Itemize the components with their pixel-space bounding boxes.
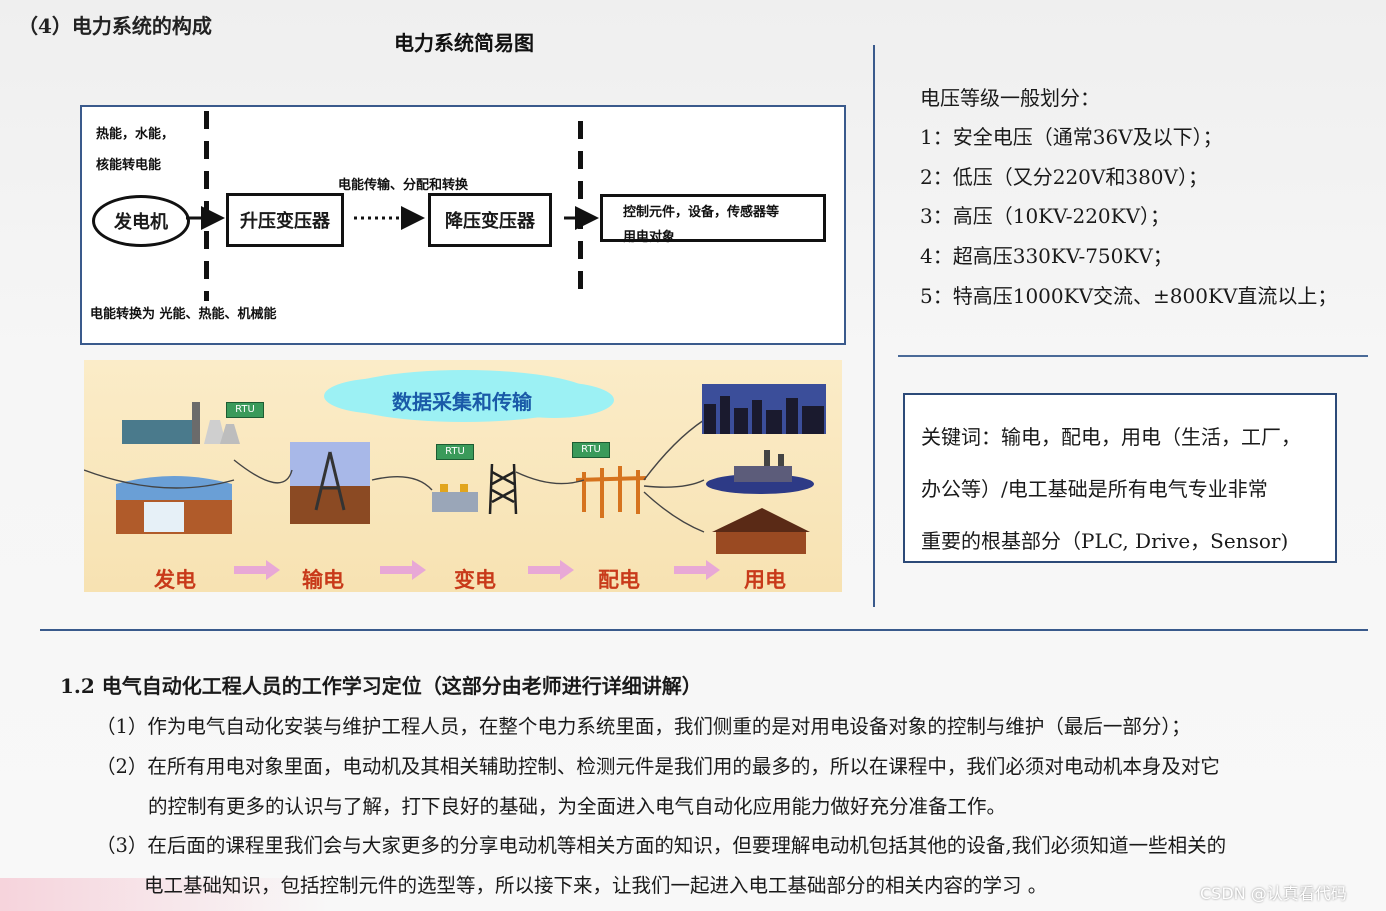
voltage-item: 2：低压（又分220V和380V）； — [920, 165, 1208, 189]
keywords-line: 重要的根基部分（PLC, Drive，Sensor) — [921, 529, 1289, 553]
paragraph-2b: 的控制有更多的认识与了解，打下良好的基础，为全面进入电气自动化应用能力做好充分准… — [148, 795, 1007, 818]
voltage-item: 4：超高压330KV-750KV； — [920, 244, 1173, 268]
cloud-label: 数据采集和传输 — [392, 390, 532, 414]
source-label-1: 热能，水能， — [96, 127, 175, 142]
paragraph-1: （1）作为电气自动化安装与维护工程人员，在整个电力系统里面，我们侧重的是对用电设… — [96, 715, 1191, 738]
substation-icon — [432, 463, 518, 515]
source-label-2: 核能转电能 — [96, 158, 162, 173]
power-flow-illustration: 数据采集和传输 RTU RTU RTU 发电 输电 变电 配电 用电 — [84, 360, 842, 592]
illustration-graphics — [84, 370, 826, 580]
transmission-label: 电能传输、分配和转换 — [338, 178, 469, 193]
lines-to-consumers — [84, 419, 705, 533]
power-plant-icon — [122, 402, 240, 444]
conversion-label: 电能转换为 光能、热能、机械能 — [90, 307, 277, 322]
generator-node: 发电机 — [92, 195, 190, 247]
rtu-badge: RTU — [436, 444, 474, 460]
right-divider — [898, 355, 1368, 357]
step-up-transformer: 升压变压器 — [226, 193, 344, 247]
power-system-diagram: 热能，水能， 核能转电能 电能传输、分配和转换 发电机 升压变压器 降压变压器 … — [80, 105, 846, 345]
stage-arrows — [234, 560, 720, 580]
step-down-transformer: 降压变压器 — [428, 193, 552, 247]
transmission-tower-icon — [290, 442, 370, 524]
city-skyline-icon — [702, 384, 826, 434]
voltage-item: 1：安全电压（通常36V及以下）； — [920, 125, 1223, 149]
keywords-box: 关键词：输电，配电，用电（生活，工厂， 办公等）/电工基础是所有电气专业非常 重… — [903, 393, 1337, 563]
keywords-line: 办公等）/电工基础是所有电气专业非常 — [921, 477, 1268, 501]
load-label-2: 用电对象 — [623, 230, 676, 245]
rtu-badge: RTU — [572, 442, 610, 458]
rtu-badge: RTU — [226, 402, 264, 418]
factory-icon — [706, 450, 814, 494]
paragraph-2a: （2）在所有用电对象里面，电动机及其相关辅助控制、检测元件是我们用的最多的，所以… — [96, 755, 1220, 778]
stage-substation: 变电 — [454, 567, 496, 592]
paragraph-3b: 电工基础知识，包括控制元件的选型等，所以接下来，让我们一起进入电工基础部分的相关… — [144, 874, 1048, 897]
diagram-arrows — [186, 206, 599, 230]
diagram-title: 电力系统简易图 — [394, 31, 534, 55]
stage-transmission: 输电 — [302, 567, 344, 592]
paragraph-3a: （3）在后面的课程里我们会与大家更多的分享电动机等相关方面的知识，但要理解电动机… — [96, 834, 1227, 857]
keywords-line: 关键词：输电，配电，用电（生活，工厂， — [921, 425, 1301, 449]
stage-consumption: 用电 — [744, 567, 786, 592]
pink-ink-stroke — [0, 878, 330, 911]
stage-distribution: 配电 — [598, 567, 640, 592]
voltage-item: 3：高压（10KV-220KV）； — [920, 204, 1171, 228]
voltage-heading: 电压等级一般划分： — [920, 86, 1100, 110]
load-label-1: 控制元件，设备，传感器等 — [623, 205, 780, 220]
section-divider — [40, 629, 1368, 631]
section-title: （4）电力系统的构成 — [18, 14, 212, 38]
stage-generation: 发电 — [154, 567, 196, 592]
csdn-watermark: CSDN @认真看代码 — [1200, 884, 1347, 903]
load-box: 控制元件，设备，传感器等 用电对象 — [600, 194, 826, 245]
distribution-poles-icon — [575, 466, 647, 518]
voltage-item: 5：特高压1000KV交流、±800KV直流以上； — [920, 284, 1338, 308]
section2-heading: 1.2 电气自动化工程人员的工作学习定位（这部分由老师进行详细讲解） — [60, 674, 702, 698]
house-icon — [712, 508, 810, 554]
vertical-divider — [873, 45, 875, 607]
